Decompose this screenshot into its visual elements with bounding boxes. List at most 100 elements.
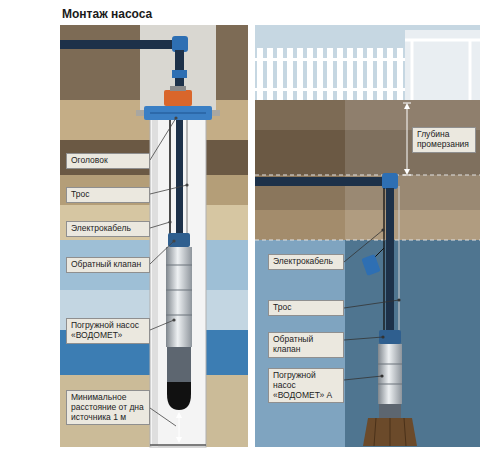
callout-box: Трос [66, 187, 150, 203]
callout-text: Трос [71, 190, 145, 200]
callout-box: Электрокабель [66, 221, 150, 237]
leader-line [150, 222, 170, 228]
leader-dot [381, 228, 384, 231]
leader-dot [381, 335, 384, 338]
leader-line [344, 337, 383, 340]
callout-box: Глубина промерзания [412, 127, 476, 153]
well-bottom [150, 444, 206, 446]
callout-text: Погружной насос «ВОДОМЕТ» [71, 321, 145, 341]
pump-body [166, 247, 192, 347]
water-pipe [255, 177, 391, 186]
callout-text: Обратный клапан [71, 260, 145, 270]
callout-box: Обратный клапан [66, 257, 150, 273]
dimension-arrow [176, 412, 182, 418]
bracket-arrow [404, 103, 410, 109]
float-switch [361, 254, 380, 276]
callout-text: Трос [273, 303, 339, 313]
pump-body [378, 344, 402, 404]
callout-box: Погружной насос «ВОДОМЕТ» [66, 318, 150, 344]
pump-bottom [167, 382, 191, 410]
pump-band [378, 384, 402, 385]
callout-text: Обратный клапан [273, 335, 339, 355]
leader-line [344, 300, 399, 308]
porch-post [411, 40, 414, 100]
leader-line [150, 408, 176, 426]
pump-band [166, 315, 192, 316]
pump-band [166, 290, 192, 291]
callout-box: Минимальное расстояние от дна источника … [66, 390, 150, 425]
water-pipe [60, 40, 182, 49]
basket-slat [374, 418, 376, 446]
leader-dot [185, 183, 188, 186]
callout-text: Оголовок [71, 156, 145, 166]
pipe-elbow [382, 173, 398, 189]
pump-band [166, 265, 192, 266]
callout-text: Минимальное расстояние от дна источника … [71, 393, 145, 422]
float-cable [374, 248, 384, 258]
pump-basket [363, 418, 417, 446]
check-valve [168, 233, 190, 247]
pump-motor [167, 347, 191, 382]
pipe-coupling [172, 70, 187, 78]
pipe-elbow [172, 36, 188, 52]
callout-text: Электрокабель [273, 257, 339, 267]
pump-band [378, 364, 402, 365]
check-valve [379, 330, 401, 344]
fence-rail [255, 58, 405, 61]
basket-slat [390, 418, 391, 446]
leader-line [150, 118, 176, 160]
porch-post [469, 40, 472, 100]
head-groove [150, 113, 206, 114]
aquifer-layer [255, 240, 480, 447]
safety-rope [399, 186, 400, 332]
dimension-line [179, 414, 180, 441]
casing-shade [152, 118, 158, 447]
fence-rail [255, 88, 405, 91]
well-water [345, 240, 480, 447]
depth-bracket [407, 106, 408, 173]
callout-text: Электрокабель [71, 224, 145, 234]
basket-slat [404, 418, 406, 446]
fence [255, 48, 405, 100]
callout-box: Обратный клапан [268, 332, 344, 358]
power-cable [383, 188, 384, 332]
freezing-line [255, 175, 480, 176]
sky [255, 25, 480, 105]
leader-dot [174, 116, 177, 119]
leader-dot [168, 220, 171, 223]
leader-dot [380, 374, 383, 377]
leader-dot [397, 298, 400, 301]
leader-dot [172, 318, 175, 321]
water-pipe [176, 120, 183, 235]
callout-text: Глубина промерзания [417, 130, 471, 150]
callout-box: Трос [268, 300, 344, 316]
water-pipe [386, 188, 394, 332]
leader-line [150, 241, 174, 264]
callout-box: Погружной насос «ВОДОМЕТ» А [268, 368, 344, 403]
head-fitting [164, 90, 192, 106]
house-porch [405, 30, 480, 100]
callout-text: Погружной насос «ВОДОМЕТ» А [273, 371, 339, 400]
well-head [144, 106, 212, 120]
water-level-line [255, 240, 480, 241]
callout-box: Электрокабель [268, 254, 344, 270]
well-casing [150, 116, 206, 447]
dimension-arrow [176, 437, 182, 443]
bracket-tick [403, 103, 411, 104]
head-fitting [170, 86, 186, 91]
leader-line [344, 376, 382, 380]
pump-motor [379, 404, 401, 418]
caisson-pit [140, 25, 216, 113]
leader-dot [172, 239, 175, 242]
leader-line [150, 185, 187, 194]
leader-line [150, 320, 174, 330]
callout-box: Оголовок [66, 153, 150, 169]
power-cable [169, 120, 171, 236]
well-shaft [345, 100, 480, 240]
bracket-tick [403, 175, 411, 176]
safety-rope [187, 120, 188, 236]
bracket-arrow [404, 169, 410, 175]
diagram-title: Монтаж насоса [62, 7, 152, 21]
leader-line [344, 230, 383, 262]
